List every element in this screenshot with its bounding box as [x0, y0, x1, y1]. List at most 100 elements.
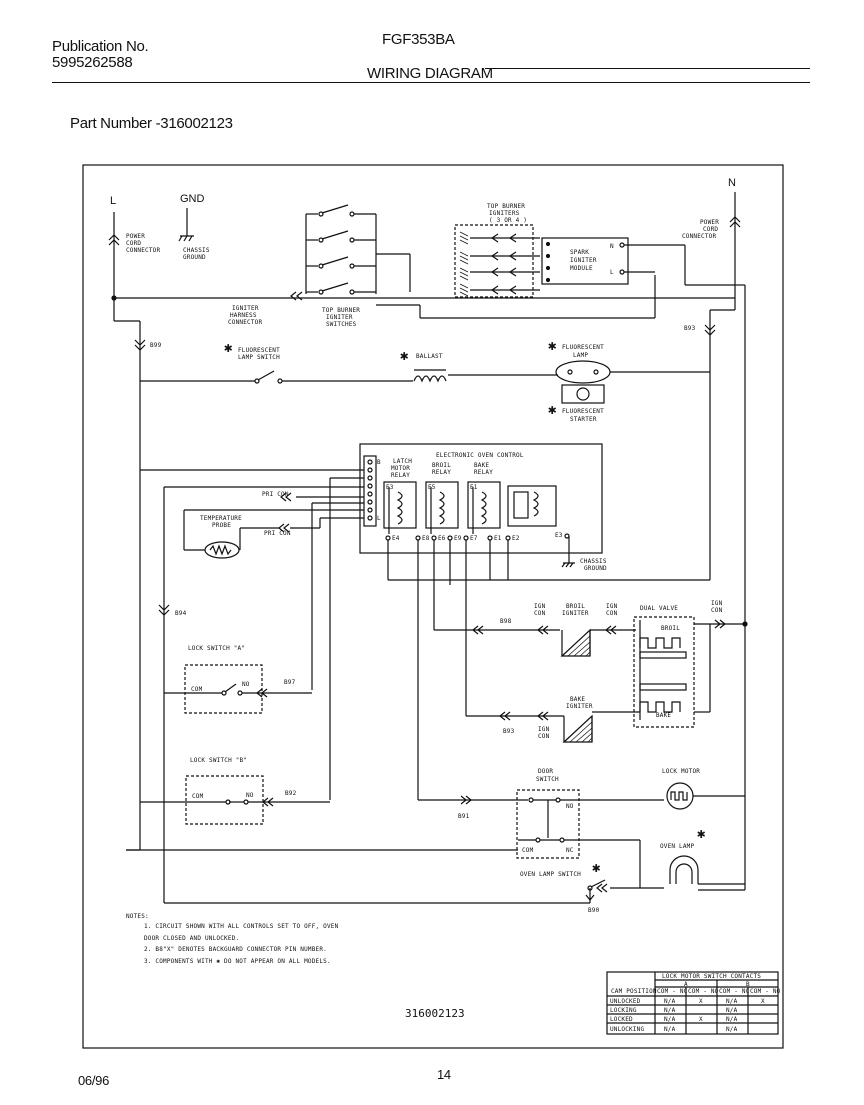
connector-icon: [134, 339, 146, 351]
b93b-label: B93: [503, 728, 515, 735]
chassis-ground-2: GROUND: [183, 254, 206, 261]
connector-icon: [290, 291, 303, 301]
b94-label: B94: [175, 610, 187, 617]
dual-valve: [633, 616, 695, 728]
pin-e9: E9: [454, 535, 462, 542]
fluor-switch-1: FLUORESCENT: [238, 347, 280, 354]
fluorescent-switch: [257, 370, 275, 381]
part-number: Part Number -316002123: [70, 115, 233, 132]
switch-contact: [559, 837, 565, 843]
gnd-label: GND: [180, 193, 205, 205]
relay-tag-latch: E3: [386, 484, 394, 491]
pin-e8: E8: [422, 535, 430, 542]
footer-page: 14: [437, 1067, 451, 1082]
table-cell: N/A: [664, 1026, 676, 1033]
power-cord-left-2: CORD: [126, 240, 141, 247]
note-2: 2. B8"X" DENOTES BACKGUARD CONNECTOR PIN…: [144, 946, 327, 953]
spark-l: L: [610, 269, 614, 276]
connector-icon: [108, 234, 120, 246]
lamp-icon: [669, 855, 699, 884]
ign-con-1b: CON: [534, 610, 546, 617]
door-switch: [516, 789, 580, 859]
broil-igniter-2: IGNITER: [562, 610, 589, 617]
top-burner-switches-2: IGNITER: [326, 314, 353, 321]
broil-relay-1: BROIL: [432, 462, 451, 469]
connector-icon: [472, 625, 484, 635]
title-rule: [52, 82, 810, 83]
table-cell: N/A: [726, 1026, 738, 1033]
star-asterisk-icon: ✱: [400, 348, 409, 364]
chassis-ground-1: CHASSIS: [183, 247, 210, 254]
door-nc: NC: [566, 847, 574, 854]
b91-label: B91: [458, 813, 470, 820]
ballast-coil: [413, 375, 447, 383]
broil-igniter-1: BROIL: [566, 603, 585, 610]
pri-con-2: PRI CON: [264, 530, 291, 537]
lock-switch-b: [185, 775, 264, 825]
diagram-frame: [82, 164, 784, 1049]
oven-lamp-label: OVEN LAMP: [660, 843, 694, 850]
table-row-label: UNLOCKING: [610, 1026, 644, 1033]
fluor-starter-1: FLUORESCENT: [562, 408, 604, 415]
lock-switch-table: [606, 971, 779, 1035]
star-asterisk-icon: ✱: [697, 826, 706, 842]
switch-contact: [535, 837, 541, 843]
table-sub-3: COM - NC: [719, 988, 750, 995]
b92-label: B92: [285, 790, 297, 797]
table-cell: N/A: [664, 1016, 676, 1023]
pin-e4: E4: [392, 535, 400, 542]
table-title: LOCK MOTOR SWITCH CONTACTS: [662, 973, 761, 980]
fluor-lamp-2: LAMP: [573, 352, 588, 359]
fluor-switch-2: LAMP SWITCH: [238, 354, 280, 361]
igniter-harness-1: IGNITER: [232, 305, 259, 312]
igniter-icon: [562, 714, 593, 743]
switch-contact: [528, 797, 534, 803]
top-burner-switches-3: SWITCHES: [326, 321, 357, 328]
table-cell: X: [699, 1016, 703, 1023]
b90-label: B90: [588, 907, 600, 914]
power-cord-right-1: POWER: [700, 219, 719, 226]
footer-date: 06/96: [78, 1073, 110, 1088]
top-burner-igniters: [454, 224, 540, 298]
connector-icon: [585, 894, 595, 901]
latch-relay-1: LATCH: [393, 458, 412, 465]
power-cord-left-3: CONNECTOR: [126, 247, 160, 254]
bake-igniter-1: BAKE: [570, 696, 585, 703]
connector-icon: [280, 492, 292, 502]
eoc-pin-b: B: [377, 459, 381, 466]
note-1b: DOOR CLOSED AND UNLOCKED.: [144, 935, 239, 942]
lock-a-com: COM: [191, 686, 203, 693]
power-cord-right-3: CONNECTOR: [682, 233, 716, 240]
temp-probe-2: PROBE: [212, 522, 231, 529]
door-no: NO: [566, 803, 574, 810]
table-cell: N/A: [726, 1007, 738, 1014]
note-1: 1. CIRCUIT SHOWN WITH ALL CONTROLS SET T…: [144, 923, 339, 930]
valve-coils: [639, 620, 687, 720]
switch-contact: [254, 378, 260, 384]
connector-icon: [714, 619, 726, 629]
switch-contact: [277, 378, 283, 384]
fluor-lamp-1: FLUORESCENT: [562, 344, 604, 351]
motor-coil: [670, 791, 688, 801]
electronic-oven-control: [359, 443, 603, 554]
note-3: 3. COMPONENTS WITH ✱ DO NOT APPEAR ON AL…: [144, 958, 331, 965]
igniter-harness-3: CONNECTOR: [228, 319, 262, 326]
spark-module-2: IGNITER: [570, 257, 597, 264]
connector-icon: [596, 883, 608, 893]
ign-con-1a: IGN: [534, 603, 546, 610]
connector-icon: [256, 688, 268, 698]
b97-label: B97: [284, 679, 296, 686]
b93-label: B93: [684, 325, 696, 332]
chassis-ground-2b: GROUND: [584, 565, 607, 572]
fluor-starter-2: STARTER: [570, 416, 597, 423]
chassis-ground-2a: CHASSIS: [580, 558, 607, 565]
switch-contact: [243, 799, 249, 805]
page-title: WIRING DIAGRAM: [367, 65, 493, 82]
ign-con-3a: IGN: [711, 600, 723, 607]
spark-module-3: MODULE: [570, 265, 593, 272]
table-row-label: LOCKED: [610, 1016, 633, 1023]
lamp-filament: [675, 863, 693, 884]
bake-relay-1: BAKE: [474, 462, 489, 469]
eoc-title: ELECTRONIC OVEN CONTROL: [436, 452, 524, 459]
